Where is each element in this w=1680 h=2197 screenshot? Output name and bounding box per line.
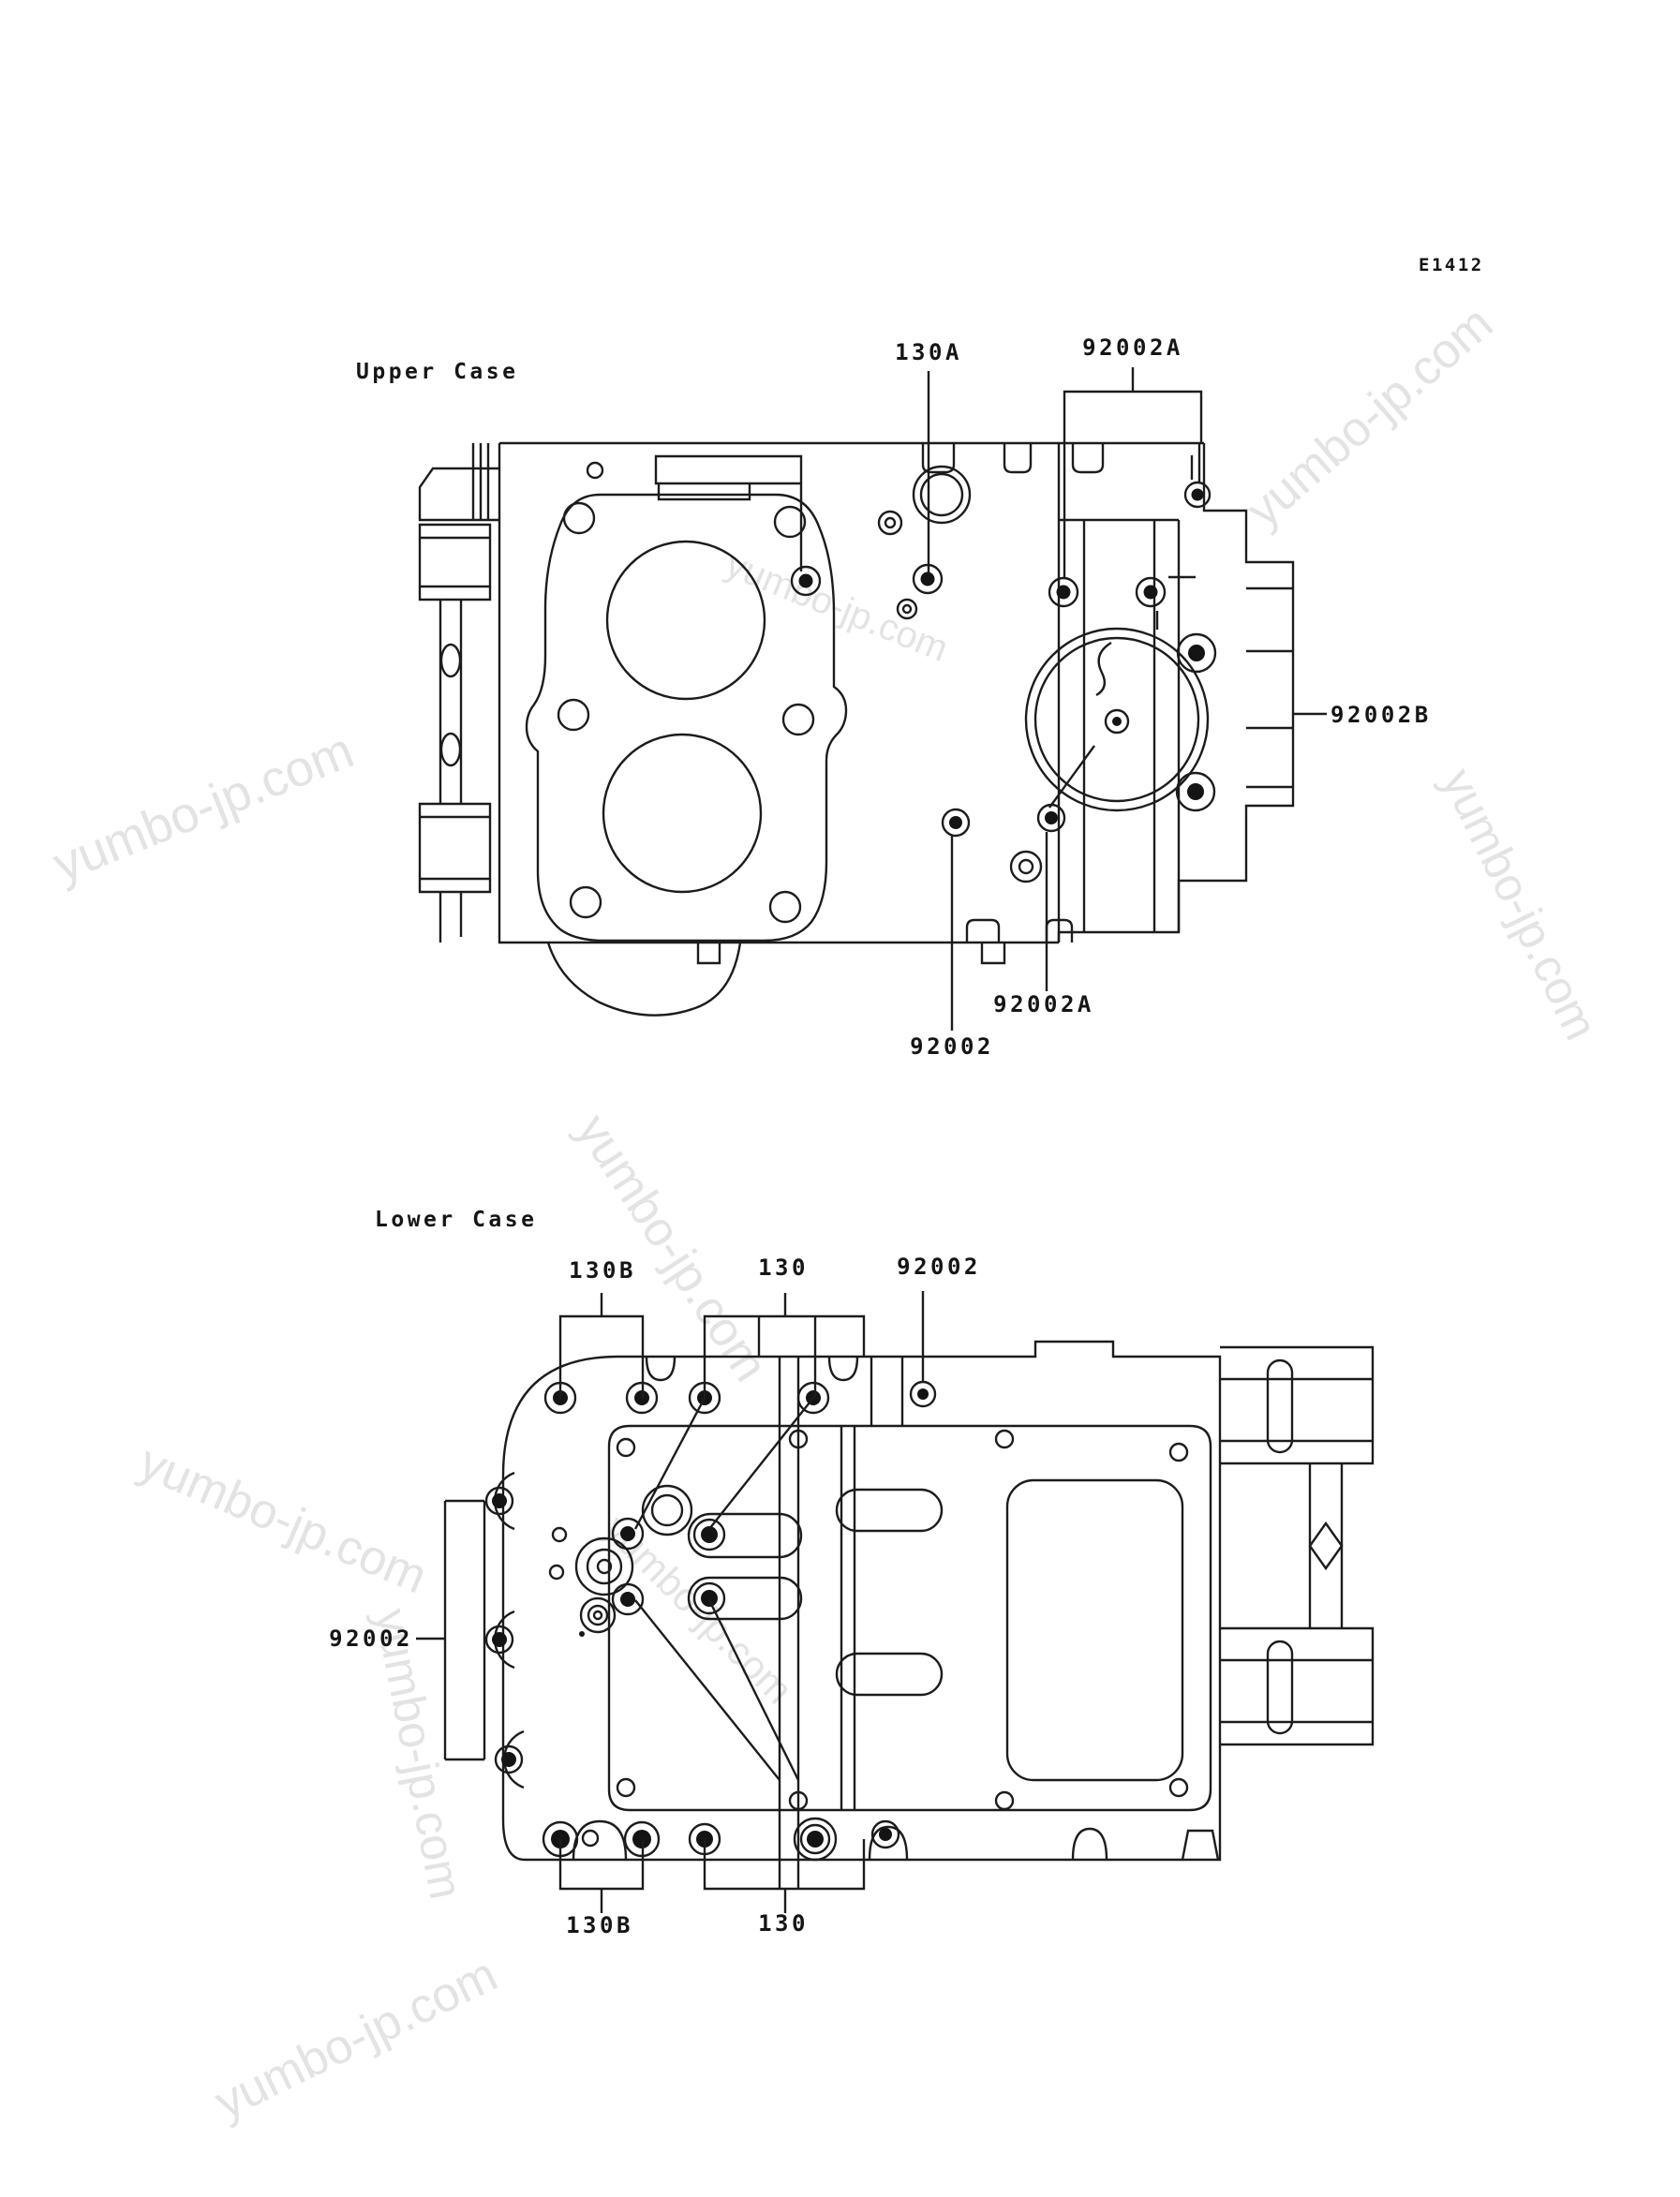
part-label-130A: 130A — [895, 339, 962, 365]
part-label-92002A-bottom: 92002A — [993, 991, 1094, 1017]
lower-case-leader-lines — [416, 1291, 925, 1913]
part-label-92002-top: 92002 — [897, 1254, 981, 1280]
part-label-92002B: 92002B — [1331, 702, 1432, 728]
lower-case-bolts — [484, 1380, 937, 1862]
part-label-92002-left: 92002 — [329, 1625, 413, 1652]
upper-case-leader-lines — [927, 367, 1327, 1031]
page-code: E1412 — [1419, 255, 1484, 275]
part-label-92002A-top: 92002A — [1082, 334, 1183, 361]
upper-case-title: Upper Case — [356, 360, 519, 384]
part-label-130B-bottom: 130B — [566, 1912, 633, 1938]
lower-case-figure — [416, 1291, 1375, 1913]
part-label-92002-bottom: 92002 — [910, 1033, 994, 1060]
part-label-130B-top: 130B — [569, 1257, 636, 1284]
part-label-130-top: 130 — [758, 1254, 809, 1281]
upper-case-bolts — [790, 481, 1217, 838]
lower-case-title: Lower Case — [375, 1208, 538, 1232]
part-label-130-bottom: 130 — [758, 1910, 809, 1937]
upper-case-figure — [418, 367, 1327, 1031]
